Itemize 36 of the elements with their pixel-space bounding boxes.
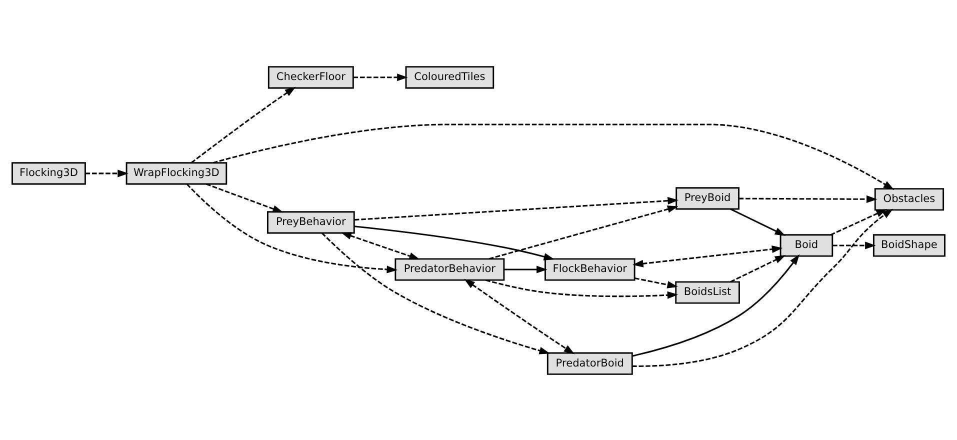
arrow bbox=[354, 225, 555, 260]
node-box: ColouredTiles bbox=[405, 66, 494, 88]
arrow bbox=[486, 278, 678, 298]
arrow bbox=[186, 183, 398, 273]
node-box: PredatorBoid bbox=[546, 352, 633, 374]
arrow bbox=[353, 73, 408, 81]
arrow bbox=[632, 208, 894, 366]
arrow bbox=[354, 196, 678, 220]
node-box: PredatorBehavior bbox=[394, 258, 505, 280]
arrow bbox=[730, 254, 786, 282]
arrow bbox=[206, 182, 284, 212]
node-box: CheckerFloor bbox=[268, 66, 354, 88]
arrow bbox=[730, 208, 786, 236]
node-box: Boid bbox=[780, 234, 834, 256]
arrow bbox=[832, 241, 876, 249]
arrow bbox=[190, 86, 296, 163]
node-box: FlockBehavior bbox=[544, 258, 636, 280]
arrow bbox=[632, 244, 783, 267]
arrow bbox=[464, 278, 575, 354]
node-box: Obstacles bbox=[874, 188, 944, 210]
arrow bbox=[212, 123, 894, 190]
node-box: PreyBoid bbox=[676, 186, 740, 210]
arrow bbox=[634, 276, 678, 288]
arrow bbox=[830, 208, 887, 236]
arrow bbox=[504, 265, 548, 273]
node-box: Flocking3D bbox=[12, 162, 86, 184]
node-box: WrapFlocking3D bbox=[126, 162, 228, 184]
node-box: BoidShape bbox=[872, 234, 946, 256]
arrow bbox=[85, 169, 128, 177]
arrow bbox=[632, 254, 800, 356]
arrow bbox=[322, 232, 550, 354]
arrow bbox=[738, 194, 878, 202]
arrow bbox=[488, 205, 678, 260]
node-box: BoidsList bbox=[675, 280, 740, 304]
arrow bbox=[340, 232, 420, 260]
node-box: PreyBehavior bbox=[266, 210, 355, 234]
